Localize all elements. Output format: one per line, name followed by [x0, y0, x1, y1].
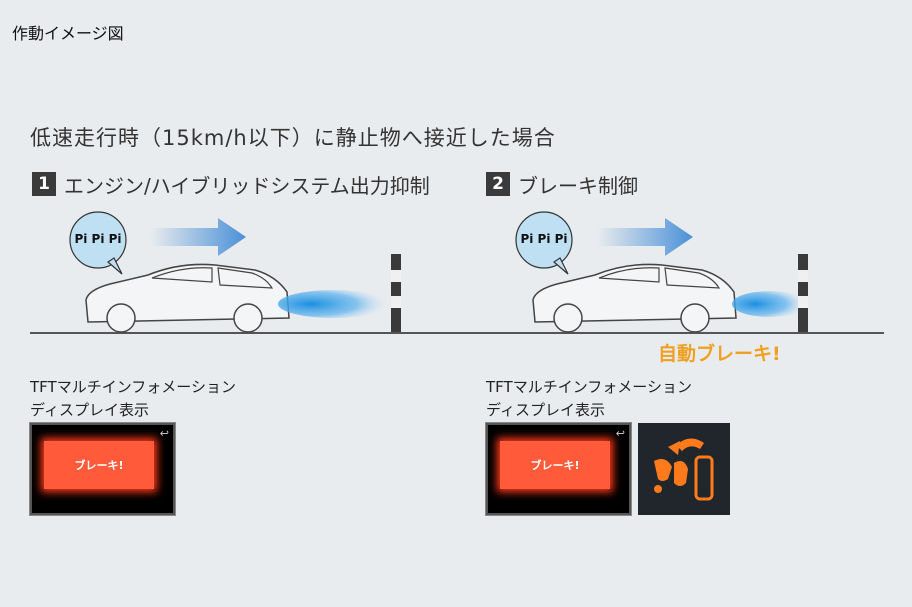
tft-label-2: TFTマルチインフォメーション ディスプレイ表示	[486, 376, 692, 422]
scene-2	[515, 211, 808, 333]
tft-label-1-line2: ディスプレイ表示	[30, 401, 149, 419]
tft-label-2-line2: ディスプレイ表示	[486, 401, 605, 419]
motion-arrow-2	[597, 218, 693, 256]
tft-label-1: TFTマルチインフォメーション ディスプレイ表示	[30, 376, 236, 422]
beep-text-1: Pi Pi Pi	[74, 232, 122, 246]
step-2-label: ブレーキ制御	[518, 173, 638, 198]
step-1-number: 1	[32, 172, 56, 196]
beep-text-2: Pi Pi Pi	[520, 232, 568, 246]
motion-arrow-1	[150, 218, 246, 256]
obstacle-pole-2	[798, 254, 808, 332]
back-icon: ↩	[615, 427, 625, 440]
brake-warning-1: ブレーキ!	[44, 441, 154, 489]
page-title: 作動イメージ図	[12, 24, 124, 43]
step-2: 2 ブレーキ制御	[486, 171, 638, 198]
scene-1	[69, 211, 401, 333]
car-2	[532, 263, 737, 333]
scenario-subtitle: 低速走行時（15km/h以下）に静止物へ接近した場合	[30, 126, 556, 150]
tft-label-1-line1: TFTマルチインフォメーション	[30, 378, 236, 396]
brake-pedal-indicator	[638, 423, 730, 515]
tft-label-2-line1: TFTマルチインフォメーション	[486, 378, 692, 396]
car-1	[85, 263, 290, 333]
auto-brake-label: 自動ブレーキ!	[658, 343, 781, 365]
sensor-beam-2	[732, 291, 808, 317]
tft-display-2: ↩ ブレーキ!	[485, 422, 632, 516]
speech-bubble-1	[69, 211, 127, 275]
speech-bubble-2	[515, 211, 573, 275]
brake-pedal-icon	[654, 438, 714, 501]
obstacle-pole-1	[391, 254, 401, 332]
step-2-number: 2	[486, 172, 510, 196]
brake-warning-2: ブレーキ!	[500, 441, 610, 489]
step-1: 1 エンジン/ハイブリッドシステム出力抑制	[32, 171, 430, 198]
step-1-label: エンジン/ハイブリッドシステム出力抑制	[64, 173, 430, 198]
sensor-beam-1	[278, 290, 388, 318]
tft-display-1: ↩ ブレーキ!	[29, 422, 176, 516]
back-icon: ↩	[159, 427, 169, 440]
